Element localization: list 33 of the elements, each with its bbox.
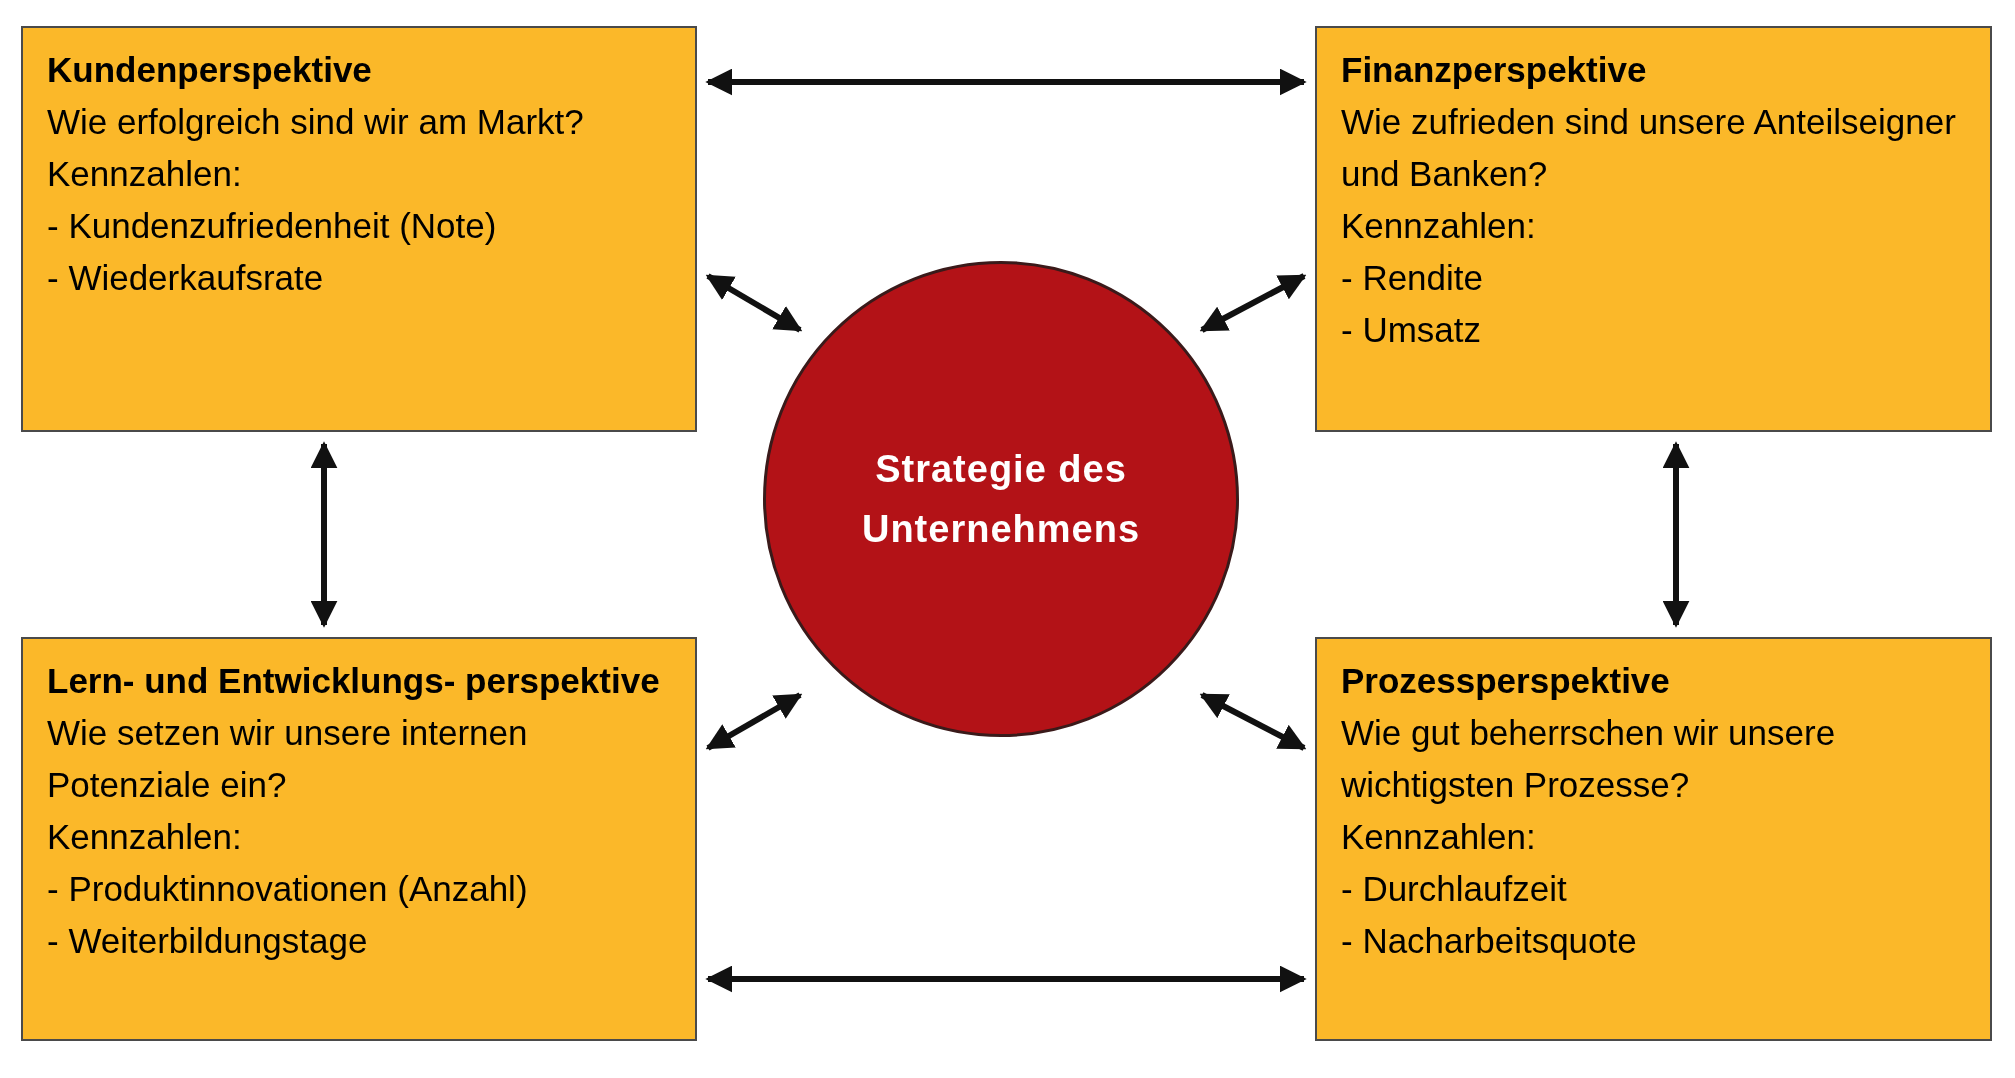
box-text: Kennzahlen: xyxy=(47,153,242,195)
perspective-box xyxy=(21,637,697,1041)
circle-label: Strategie des Unternehmens xyxy=(860,447,1142,552)
double-arrow xyxy=(705,273,803,333)
box-text: - Nacharbeitsquote xyxy=(1341,920,1637,962)
box-text: - Weiterbildungstage xyxy=(47,920,368,962)
box-text: Kennzahlen: xyxy=(1341,816,1536,858)
box-text: - Kundenzufriedenheit (Note) xyxy=(47,205,497,247)
double-arrow xyxy=(1662,441,1690,628)
box-text: Wie erfolgreich sind wir am Markt? xyxy=(47,101,584,143)
double-arrow xyxy=(310,441,338,628)
box-text: Wie gut beherrschen wir unsere wichtigsten Prozesse? xyxy=(1341,712,1837,806)
box-text: - Produktinnovationen (Anzahl) xyxy=(47,868,528,910)
box-text: - Wiederkaufsrate xyxy=(47,257,324,299)
perspective-box xyxy=(1315,637,1992,1041)
box-text: - Umsatz xyxy=(1341,309,1481,351)
double-arrow xyxy=(705,692,803,751)
box-text: - Rendite xyxy=(1341,257,1484,299)
perspective-box xyxy=(1315,26,1992,432)
double-arrow xyxy=(1199,692,1307,751)
box-text: Kennzahlen: xyxy=(47,816,242,858)
perspective-box xyxy=(21,26,697,432)
double-arrow xyxy=(705,965,1307,993)
double-arrow xyxy=(705,68,1307,96)
box-text: Wie zufrieden sind unsere Anteilseigner und Banken? xyxy=(1341,101,1957,195)
box-text: Wie setzen wir unsere internen Potenziale ein? xyxy=(47,712,529,806)
box-heading: Prozessperspektive xyxy=(1341,660,1670,702)
double-arrow xyxy=(1199,273,1307,333)
box-heading: Finanzperspektive xyxy=(1341,49,1647,91)
box-text: - Durchlaufzeit xyxy=(1341,868,1567,910)
box-text: Kennzahlen: xyxy=(1341,205,1536,247)
box-heading: Kundenperspektive xyxy=(47,49,372,91)
box-heading: Lern- und Entwicklungs- perspektive xyxy=(47,660,660,702)
